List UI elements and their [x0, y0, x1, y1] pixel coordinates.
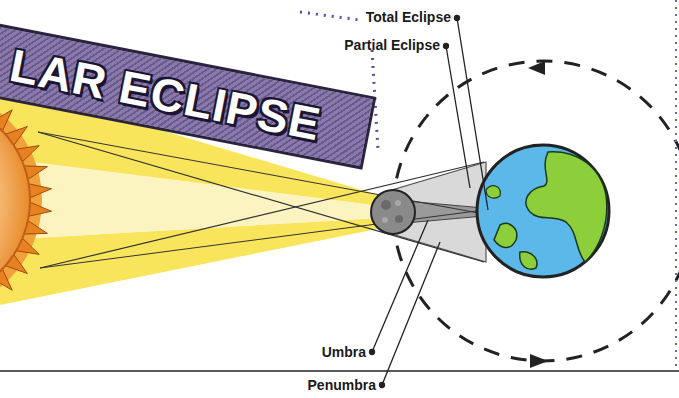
orbit-arrow	[530, 354, 548, 368]
sun-spike	[29, 184, 52, 198]
earth	[477, 145, 609, 277]
sun-spike	[0, 269, 12, 290]
orbit-arrow	[528, 61, 545, 75]
partial-eclipse-label: Partial Eclipse	[344, 37, 440, 53]
sun-spike	[29, 202, 52, 216]
moon	[371, 190, 415, 234]
page-dots	[675, 0, 677, 371]
penumbra-label: Penumbra	[308, 377, 376, 393]
banner-dots	[300, 12, 360, 20]
umbra-label: Umbra	[322, 344, 366, 360]
leader-lines	[370, 16, 489, 388]
moon-orbit	[393, 61, 679, 361]
sun	[0, 78, 51, 322]
total-eclipse-label: Total Eclipse	[366, 9, 451, 25]
ray-line	[40, 162, 484, 268]
ray-line	[40, 210, 484, 268]
sun-spike	[0, 110, 12, 131]
bottom-rule	[0, 370, 679, 372]
light-band	[0, 158, 380, 240]
ray-line	[38, 132, 484, 262]
